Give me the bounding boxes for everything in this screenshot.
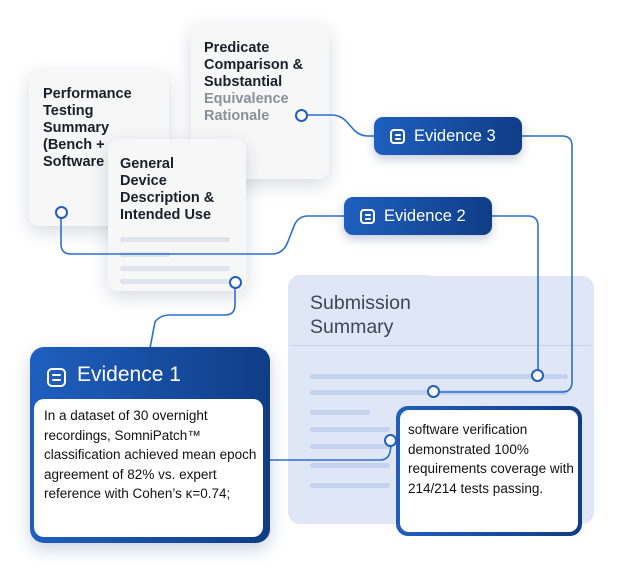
connector-dot (531, 369, 544, 382)
card-title-line: Description & (120, 190, 215, 206)
general-description-card (108, 139, 246, 291)
card-title-line: Substantial (204, 74, 283, 90)
card-title-line: Testing (43, 103, 94, 119)
document-icon (360, 208, 375, 224)
summary-title-line: Submission (310, 292, 411, 314)
summary-text-line (310, 374, 568, 379)
summary-divider (290, 345, 592, 346)
performance-card-title: Performance Testing Summary (Bench + Sof… (43, 86, 167, 176)
card-title-line: Device (120, 173, 167, 189)
predicate-card-title: Predicate Comparison & Substantial Equiv… (204, 40, 324, 125)
card-title-line: Predicate (204, 40, 270, 56)
submission-summary-title: Submission Summary (310, 291, 411, 339)
evidence-2-pill[interactable]: Evidence 2 (344, 197, 492, 235)
summary-text-line (310, 410, 370, 415)
connector-performance-to-evidence2 (60, 212, 344, 255)
evidence-1-body: In a dataset of 30 overnight recordings,… (34, 399, 263, 537)
card-title-line: Software (43, 154, 105, 170)
card-text-line (120, 237, 230, 242)
connector-general-to-evidence1 (149, 282, 236, 349)
connector-evidence2-to-summary (492, 215, 539, 376)
card-title-line: Rationale (204, 108, 270, 124)
evidence-1-text: In a dataset of 30 overnight recordings,… (44, 408, 257, 501)
software-verification-text: software verification demonstrated 100% … (408, 422, 574, 496)
software-verification-callout: software verification demonstrated 100% … (396, 406, 582, 536)
evidence-3-pill[interactable]: Evidence 3 (374, 117, 522, 155)
card-text-line (120, 266, 230, 271)
summary-text-line (310, 483, 390, 488)
connector-dot (55, 206, 68, 219)
evidence-1-label: Evidence 1 (77, 363, 181, 386)
evidence-3-label: Evidence 3 (414, 126, 496, 145)
card-title-line: Equivalence (204, 91, 289, 107)
document-icon (390, 128, 405, 144)
card-title-line: Summary (43, 120, 110, 136)
connector-predicate-to-evidence3 (301, 114, 376, 137)
summary-text-line (310, 427, 390, 432)
connector-evidence1-to-software (270, 440, 400, 461)
card-title-line: Comparison & (204, 57, 304, 73)
summary-text-line (310, 463, 390, 468)
evidence-1-card[interactable]: Evidence 1 In a dataset of 30 overnight … (30, 347, 270, 543)
software-verification-body: software verification demonstrated 100% … (400, 410, 578, 532)
evidence-2-label: Evidence 2 (384, 206, 466, 225)
summary-folder-tab (288, 275, 438, 335)
connector-evidence3-to-summary (434, 135, 573, 393)
connector-dot (295, 109, 308, 122)
summary-text-line (310, 444, 390, 449)
connector-dot (427, 385, 440, 398)
card-text-line (120, 279, 230, 284)
card-title-line: General (120, 156, 174, 172)
summary-title-line: Summary (310, 316, 394, 338)
connector-dot (229, 276, 242, 289)
card-title-line: (Bench + (43, 137, 105, 153)
card-title-line: Performance (43, 86, 132, 102)
document-icon (47, 368, 66, 387)
general-card-title: General Device Description & Intended Us… (120, 156, 244, 224)
card-title-line: Intended Use (120, 207, 212, 223)
